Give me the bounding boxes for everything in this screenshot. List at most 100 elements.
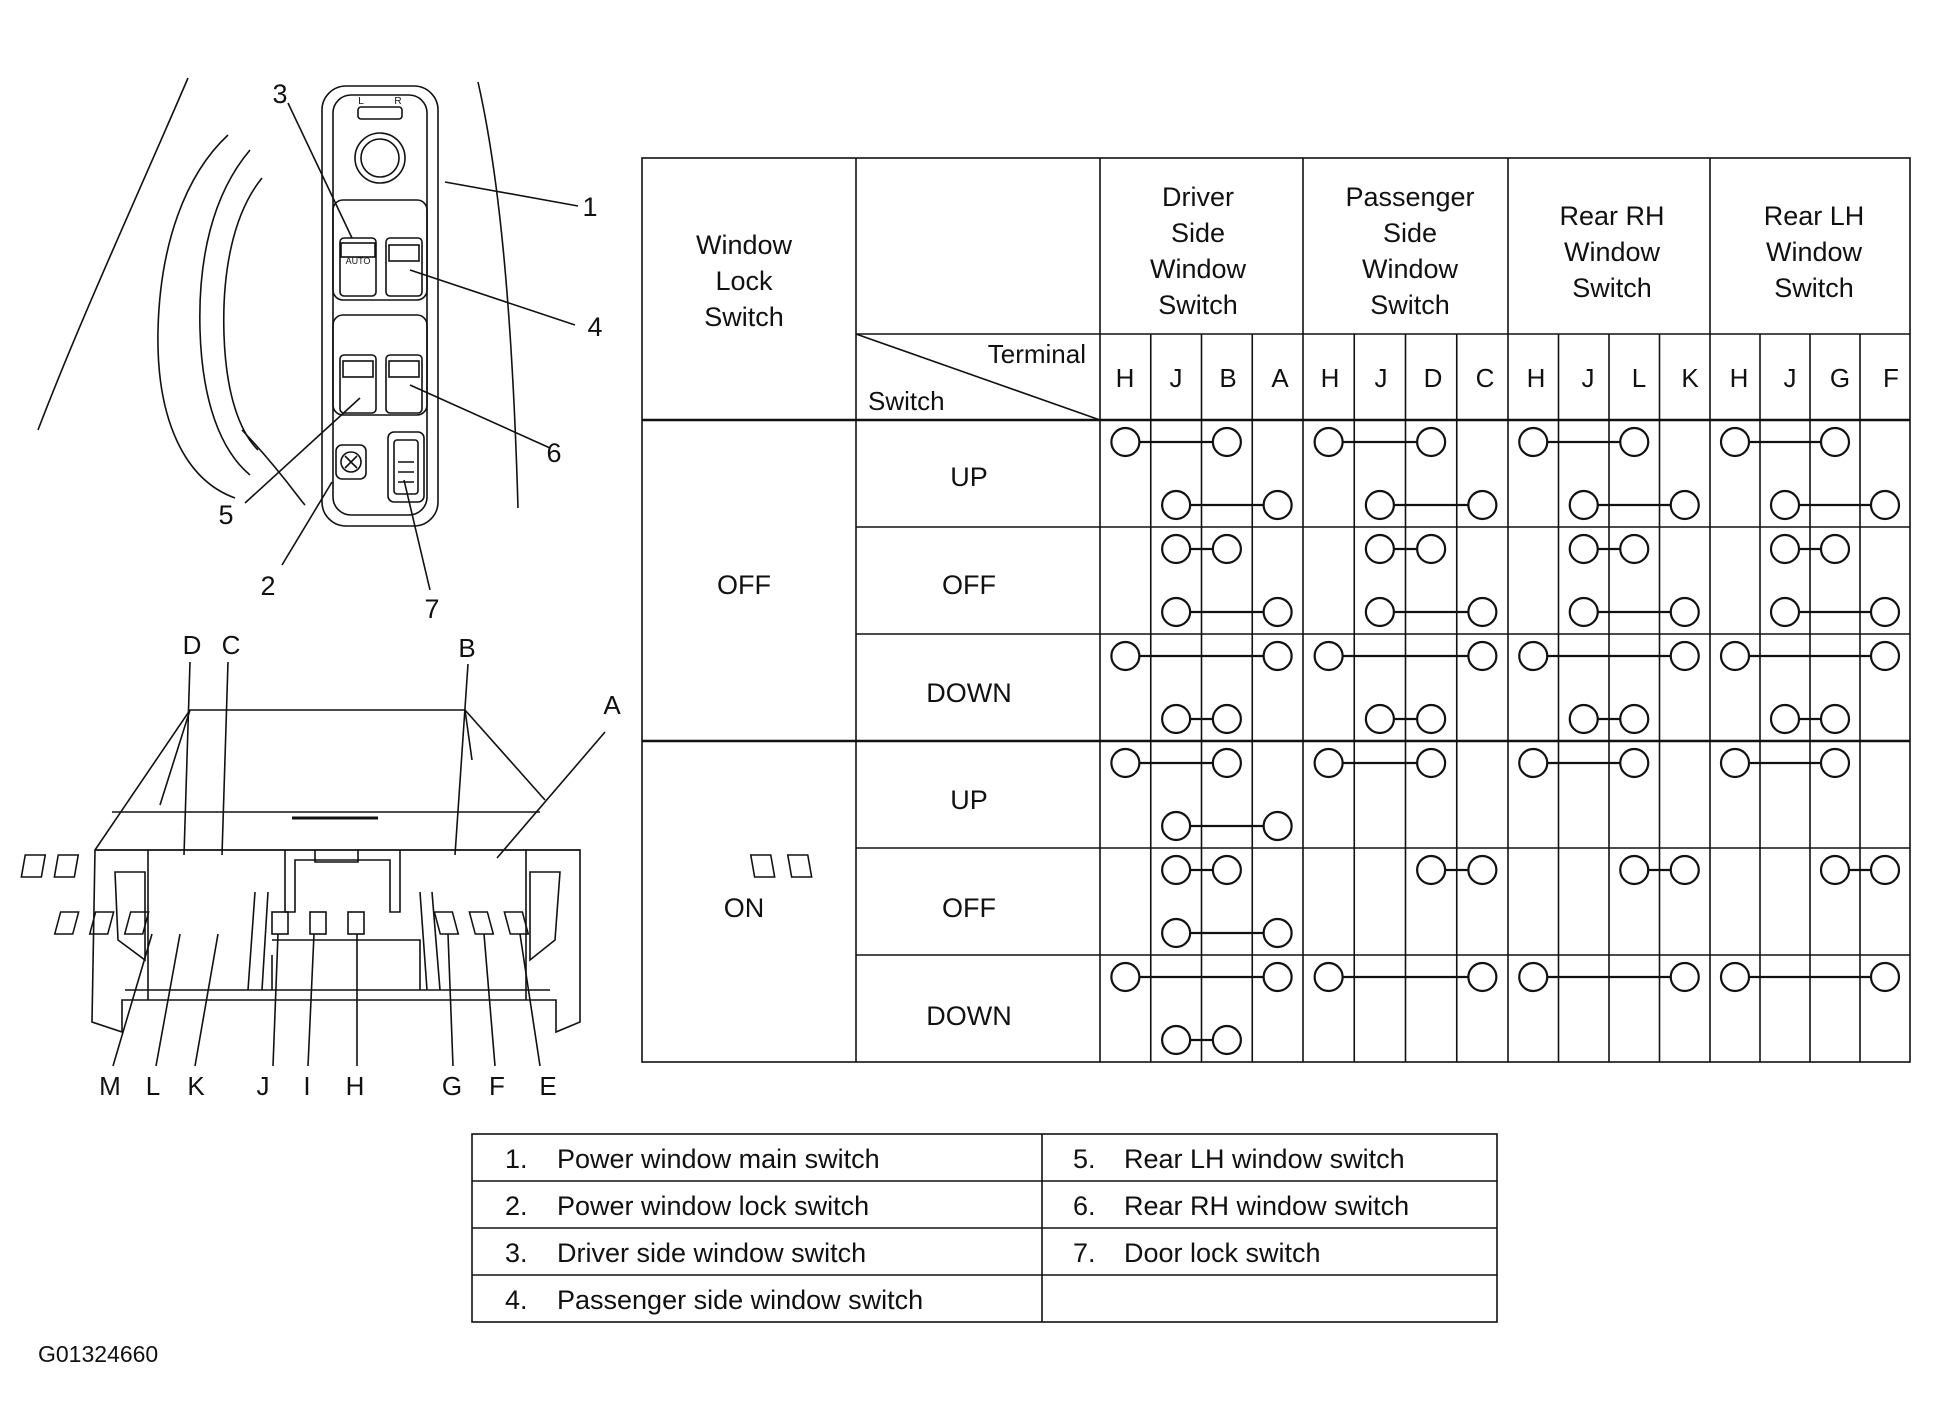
terminal-circle: [1719, 961, 1751, 993]
terminal-circle: [1869, 640, 1901, 672]
pin-label-L: L: [146, 1071, 160, 1101]
terminal-circle: [1769, 533, 1801, 565]
driver-header-2: Side: [1171, 218, 1225, 248]
legend-num-1: 1.: [505, 1144, 528, 1174]
terminal-circle: [1619, 533, 1650, 565]
terminal-circle: [1110, 426, 1141, 458]
callout-7: 7: [424, 594, 439, 624]
lock-state-off: OFF: [717, 570, 771, 600]
terminal-passenger-D: D: [1424, 363, 1443, 393]
legend-num-6: 6.: [1073, 1191, 1096, 1221]
terminal-circle: [1669, 596, 1700, 628]
terminal-passenger-C: C: [1476, 363, 1495, 393]
terminal-circle: [1619, 747, 1650, 779]
callout-5: 5: [218, 500, 233, 530]
terminal-passenger-H: H: [1321, 363, 1340, 393]
top-pins: [20, 854, 813, 878]
terminal-circle: [1619, 426, 1650, 458]
legend-text-3: Driver side window switch: [557, 1238, 866, 1268]
terminal-circle: [1313, 961, 1344, 993]
callout-2: 2: [260, 571, 275, 601]
terminal-circle: [1161, 703, 1192, 735]
terminal-circle: [1161, 917, 1192, 949]
legend-text-4: Passenger side window switch: [557, 1285, 923, 1315]
passenger-header-1: Passenger: [1345, 182, 1474, 212]
passenger-header-4: Switch: [1370, 290, 1450, 320]
terminal-circle: [1719, 640, 1751, 672]
terminal-circle: [1467, 854, 1498, 886]
terminal-circle: [1110, 640, 1141, 672]
legend-num-4: 4.: [505, 1285, 528, 1315]
terminal-circle: [1669, 640, 1700, 672]
terminal-circle: [1619, 854, 1650, 886]
terminal-circle: [1869, 596, 1901, 628]
switch-state-down-2: DOWN: [926, 1001, 1011, 1031]
terminal-circle: [1518, 426, 1549, 458]
pin-label-G: G: [442, 1071, 462, 1101]
terminal-circle: [1262, 917, 1293, 949]
switch-state-up-2: UP: [950, 785, 988, 815]
terminal-circle: [1110, 961, 1141, 993]
mirror-l-label: L: [358, 96, 364, 107]
terminal-circle: [1161, 854, 1192, 886]
terminal-circle: [1669, 854, 1700, 886]
pin-label-E: E: [539, 1071, 556, 1101]
pin-label-A: A: [603, 690, 621, 720]
terminal-driver-H: H: [1116, 363, 1135, 393]
pin-label-C: C: [222, 630, 241, 660]
switch-state-off-2: OFF: [942, 893, 996, 923]
terminal-circle: [1669, 961, 1700, 993]
terminal-circle: [1669, 489, 1700, 521]
terminal-circle: [1313, 426, 1344, 458]
driver-header-4: Switch: [1158, 290, 1238, 320]
connector-illustration: D C B A M L K J I H G F E: [20, 630, 813, 1101]
rear-lh-header-2: Window: [1766, 237, 1863, 267]
terminal-circle: [1467, 489, 1498, 521]
legend-num-3: 3.: [505, 1238, 528, 1268]
pin-label-K: K: [187, 1071, 205, 1101]
terminal-circle: [1568, 533, 1599, 565]
rear-lh-header-3: Switch: [1774, 273, 1854, 303]
terminal-circle: [1819, 426, 1851, 458]
pin-label-I: I: [303, 1071, 310, 1101]
terminal-circle: [1262, 489, 1293, 521]
terminal-circle: [1313, 747, 1344, 779]
switch-panel-illustration: L R AUTO 3 1 4: [37, 77, 603, 624]
terminal-circle: [1262, 961, 1293, 993]
table-grid: [641, 157, 1911, 1063]
terminal-label: Terminal: [988, 339, 1086, 369]
terminal-circle: [1211, 533, 1242, 565]
lock-state-on: ON: [724, 893, 765, 923]
lock-switch-header-2: Lock: [715, 266, 773, 296]
figure-code: G01324660: [38, 1341, 158, 1367]
legend-text-5: Rear LH window switch: [1124, 1144, 1405, 1174]
switch-state-off-1: OFF: [942, 570, 996, 600]
terminal-circle: [1869, 961, 1901, 993]
terminal-circle: [1869, 489, 1901, 521]
switch-label: Switch: [868, 386, 945, 416]
rear-rh-header-1: Rear RH: [1559, 201, 1664, 231]
auto-label: AUTO: [346, 256, 371, 266]
switch-state-down-1: DOWN: [926, 678, 1011, 708]
terminal-circle: [1364, 533, 1395, 565]
terminal-circle: [1568, 703, 1599, 735]
pin-label-J: J: [257, 1071, 270, 1101]
callout-1: 1: [582, 192, 597, 222]
terminal-circle: [1262, 810, 1293, 842]
terminal-circle: [1211, 854, 1242, 886]
terminal-circle: [1719, 426, 1751, 458]
terminal-circle: [1416, 703, 1447, 735]
terminal-circle: [1364, 489, 1395, 521]
passenger-header-3: Window: [1362, 254, 1459, 284]
terminal-rear-rh-L: L: [1632, 363, 1646, 393]
legend-num-7: 7.: [1073, 1238, 1096, 1268]
terminal-circle: [1719, 747, 1751, 779]
terminal-rear-lh-F: F: [1883, 363, 1899, 393]
terminal-circle: [1161, 810, 1192, 842]
terminal-driver-B: B: [1219, 363, 1236, 393]
terminal-driver-J: J: [1170, 363, 1183, 393]
terminal-circle: [1262, 640, 1293, 672]
terminal-circle: [1262, 596, 1293, 628]
terminal-circle: [1416, 747, 1447, 779]
